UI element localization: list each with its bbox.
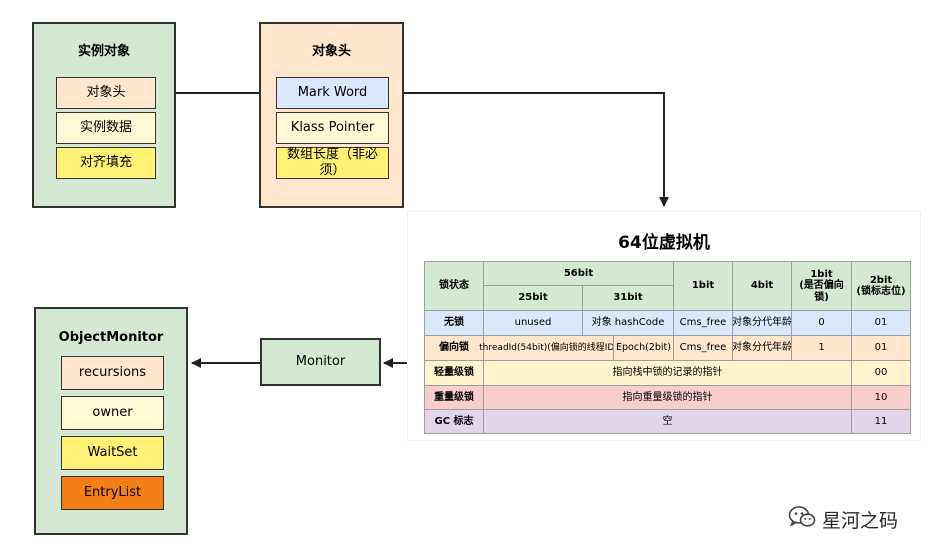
row-biased-bias: 1 (791, 335, 852, 361)
watermark: 星河之码 (788, 505, 898, 534)
row-biased-1bit: Cms_free (673, 335, 733, 361)
row-gc-flag: 11 (851, 409, 911, 434)
hdr-25bit: 25bit (483, 285, 583, 311)
table-title: 64位虚拟机 (618, 233, 710, 253)
mark-word-item: Mark Word (276, 77, 389, 109)
row-light-content: 指向栈中锁的记录的指针 (483, 360, 852, 386)
row-no-lock-1bit: Cms_free (673, 310, 733, 336)
watermark-text: 星河之码 (822, 510, 899, 532)
row-biased-state: 偏向锁 (424, 335, 484, 361)
hdr-bias-bit: 1bit (是否偏向锁) (791, 261, 852, 311)
row-no-lock-bias: 0 (791, 310, 852, 336)
klass-pointer-item: Klass Pointer (276, 112, 389, 144)
row-heavy-flag: 10 (851, 385, 911, 410)
object-header-title: 对象头 (311, 44, 351, 59)
row-biased-25bit: threadId(54bit)(偏向锁的线程ID) (479, 335, 618, 361)
row-light-flag: 00 (851, 360, 911, 386)
row-light-state: 轻量级锁 (424, 360, 484, 386)
row-biased-31bit: Epoch(2bit) (613, 335, 674, 361)
row-no-lock-flag: 01 (851, 310, 911, 336)
recursions-item: recursions (61, 356, 164, 390)
row-biased-4bit: 对象分代年龄 (732, 335, 792, 361)
wechat-icon (788, 505, 816, 534)
instance-data-item: 实例数据 (56, 112, 156, 144)
hdr-1bit: 1bit (673, 261, 733, 311)
row-biased-flag: 01 (851, 335, 911, 361)
hdr-lock-state: 锁状态 (424, 261, 484, 311)
hdr-31bit: 31bit (582, 285, 674, 311)
row-gc-state: GC 标志 (424, 409, 484, 434)
hdr-56bit: 56bit (483, 261, 674, 286)
owner-item: owner (61, 396, 164, 430)
row-heavy-state: 重量级锁 (424, 385, 484, 410)
monitor-box: Monitor (260, 338, 381, 386)
arrow-markword-to-table (390, 92, 669, 207)
hdr-flag-bits: 2bit (锁标志位) (851, 261, 911, 311)
row-no-lock-25bit: unused (483, 310, 583, 336)
instance-object-title: 实例对象 (77, 44, 130, 59)
row-heavy-content: 指向重量级锁的指针 (483, 385, 852, 410)
instance-header-item: 对象头 (56, 77, 156, 109)
array-length-item: 数组长度（非必须） (276, 147, 389, 179)
hdr-4bit: 4bit (732, 261, 792, 311)
entrylist-item: EntryList (61, 476, 164, 510)
row-no-lock-state: 无锁 (424, 310, 484, 336)
row-no-lock-4bit: 对象分代年龄 (732, 310, 792, 336)
row-no-lock-31bit: 对象 hashCode (582, 310, 674, 336)
padding-item: 对齐填充 (56, 147, 156, 179)
row-gc-content: 空 (483, 409, 852, 434)
object-monitor-title: ObjectMonitor (58, 330, 164, 345)
waitset-item: WaitSet (61, 436, 164, 470)
